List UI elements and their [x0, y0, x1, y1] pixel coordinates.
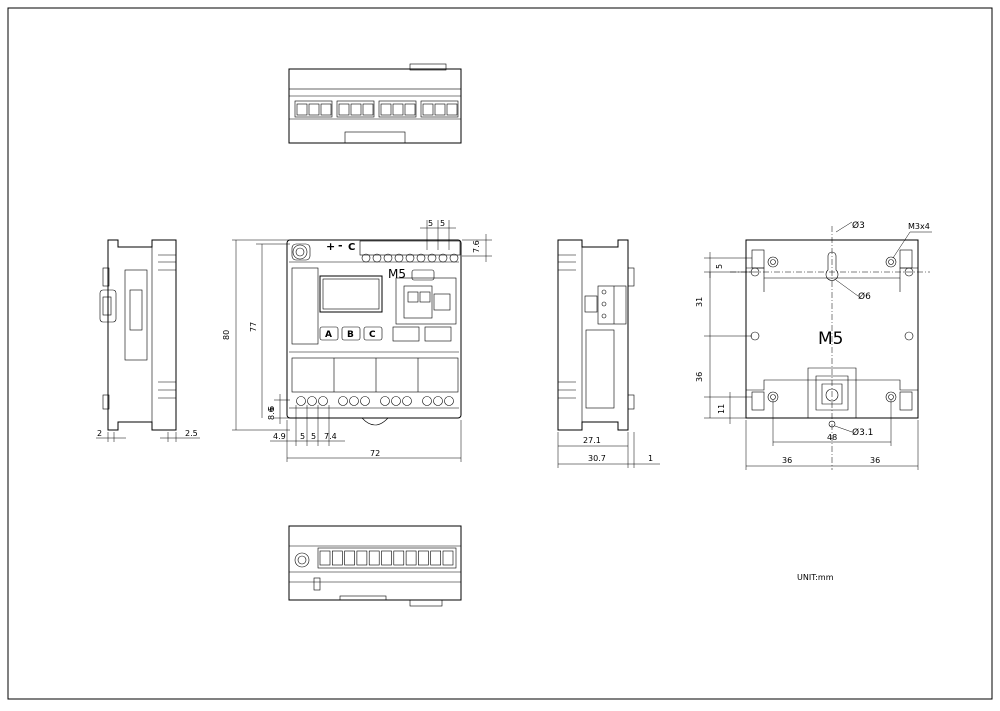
- rear-view: [704, 221, 932, 470]
- polarity-minus-label: -: [338, 239, 343, 252]
- dim-rear-screw: M3x4: [908, 222, 930, 231]
- dim-front-top-pitch-1: 5: [428, 219, 433, 228]
- dim-rear-upper-pitch: 31: [695, 297, 704, 307]
- front-view: [232, 220, 492, 462]
- top-terminal-cell: [338, 103, 350, 116]
- front-bottom-terminal-screw: [307, 396, 317, 406]
- left-side-view: [96, 239, 200, 442]
- dim-side-right-body: 27.1: [583, 436, 601, 445]
- dim-rear-top-gap: 5: [715, 264, 724, 269]
- unit-label: UNIT:mm: [797, 573, 834, 582]
- top-terminal-cell: [404, 103, 416, 116]
- front-top-terminal-screw: [405, 253, 415, 263]
- front-bottom-terminal-screw: [402, 396, 412, 406]
- dim-front-height-body: 77: [249, 322, 258, 332]
- dim-front-term-row-height: 8.6: [267, 407, 276, 420]
- front-button-c: C: [369, 330, 376, 340]
- bottom-terminal-cell: [430, 550, 442, 566]
- bottom-terminal-cell: [393, 550, 405, 566]
- dim-side-right-overall: 30.7: [588, 454, 606, 463]
- dim-rear-width-left: 36: [782, 456, 792, 465]
- top-terminal-cell: [434, 103, 446, 116]
- front-top-terminal-screw: [372, 253, 382, 263]
- top-terminal-cell: [422, 103, 434, 116]
- front-top-terminal-screw: [438, 253, 448, 263]
- dim-rear-hole-small-value: 3: [859, 221, 865, 231]
- front-button-a: A: [325, 330, 332, 340]
- front-bottom-terminal-screw: [444, 396, 454, 406]
- front-bottom-terminal-screw: [433, 396, 443, 406]
- top-terminal-cell: [446, 103, 458, 116]
- dim-front-term-first: 4.9: [273, 432, 286, 441]
- front-top-terminal-screw: [427, 253, 437, 263]
- polarity-plus-label: +: [326, 240, 335, 253]
- dim-front-term-pitch-1: 5: [300, 432, 305, 441]
- front-bottom-terminal-screw: [422, 396, 432, 406]
- dim-rear-hole-key: Ø6: [858, 291, 871, 302]
- polarity-c-label: C: [348, 242, 355, 253]
- right-side-view: [557, 239, 660, 468]
- bottom-view: [288, 525, 462, 607]
- dim-front-width: 72: [370, 449, 380, 458]
- dim-rear-hole-key-value: 6: [865, 292, 871, 302]
- dim-rear-bottom-hole: Ø3.1: [852, 427, 873, 438]
- top-terminal-cell: [296, 103, 308, 116]
- front-top-terminal-screw: [449, 253, 459, 263]
- front-bottom-terminal-screw: [338, 396, 348, 406]
- top-terminal-cell: [362, 103, 374, 116]
- bottom-terminal-cell: [331, 550, 343, 566]
- top-terminal-cell: [350, 103, 362, 116]
- dim-side-left-1: 2: [97, 429, 102, 438]
- dim-front-top-pitch-2: 5: [440, 219, 445, 228]
- rear-logo: M5: [818, 329, 843, 349]
- dim-rear-bottom-hole-value: 3.1: [859, 428, 873, 438]
- bottom-terminal-cell: [356, 550, 368, 566]
- front-top-terminal-screw: [361, 253, 371, 263]
- dim-rear-hole-small: Ø3: [852, 220, 865, 231]
- bottom-terminal-cell: [381, 550, 392, 566]
- front-bottom-terminal-screw: [380, 396, 390, 406]
- front-bottom-terminal-screw: [318, 396, 328, 406]
- front-top-terminal-screw: [416, 253, 426, 263]
- front-bottom-terminal-screw: [296, 396, 306, 406]
- bottom-terminal-cell: [405, 550, 417, 566]
- bottom-terminal-cell: [442, 550, 454, 566]
- front-bottom-terminal-screw: [349, 396, 359, 406]
- bottom-terminal-cell: [418, 550, 429, 566]
- sheet-border: [7, 7, 993, 700]
- dim-front-top-offset: 7.6: [472, 240, 481, 253]
- dim-side-left-2: 2.5: [185, 429, 198, 438]
- front-top-terminal-screw: [394, 253, 404, 263]
- front-button-b: B: [347, 330, 354, 340]
- top-terminal-cell: [392, 103, 404, 116]
- front-top-terminal-screw: [383, 253, 393, 263]
- dim-front-term-pitch-2: 5: [311, 432, 316, 441]
- front-bottom-terminal-screw: [391, 396, 401, 406]
- bottom-terminal-cell: [319, 550, 331, 566]
- top-view: [288, 63, 462, 144]
- dim-side-right-rail: 1: [648, 454, 653, 463]
- top-terminal-cell: [380, 103, 392, 116]
- dim-front-height-overall: 80: [222, 330, 231, 340]
- front-bottom-terminal-screw: [360, 396, 370, 406]
- top-terminal-cell: [320, 103, 332, 116]
- dim-rear-bottom-gap: 11: [717, 404, 726, 414]
- dim-front-term-group: 7.4: [324, 432, 337, 441]
- dim-rear-center-pitch: 48: [827, 433, 837, 442]
- front-logo: M5: [388, 267, 406, 281]
- dim-front-term-row-offset: 6: [267, 406, 276, 411]
- bottom-terminal-cell: [344, 550, 355, 566]
- top-terminal-cell: [308, 103, 320, 116]
- bottom-terminal-cell: [368, 550, 380, 566]
- dim-rear-width-right: 36: [870, 456, 880, 465]
- dim-rear-lower-pitch: 36: [695, 372, 704, 382]
